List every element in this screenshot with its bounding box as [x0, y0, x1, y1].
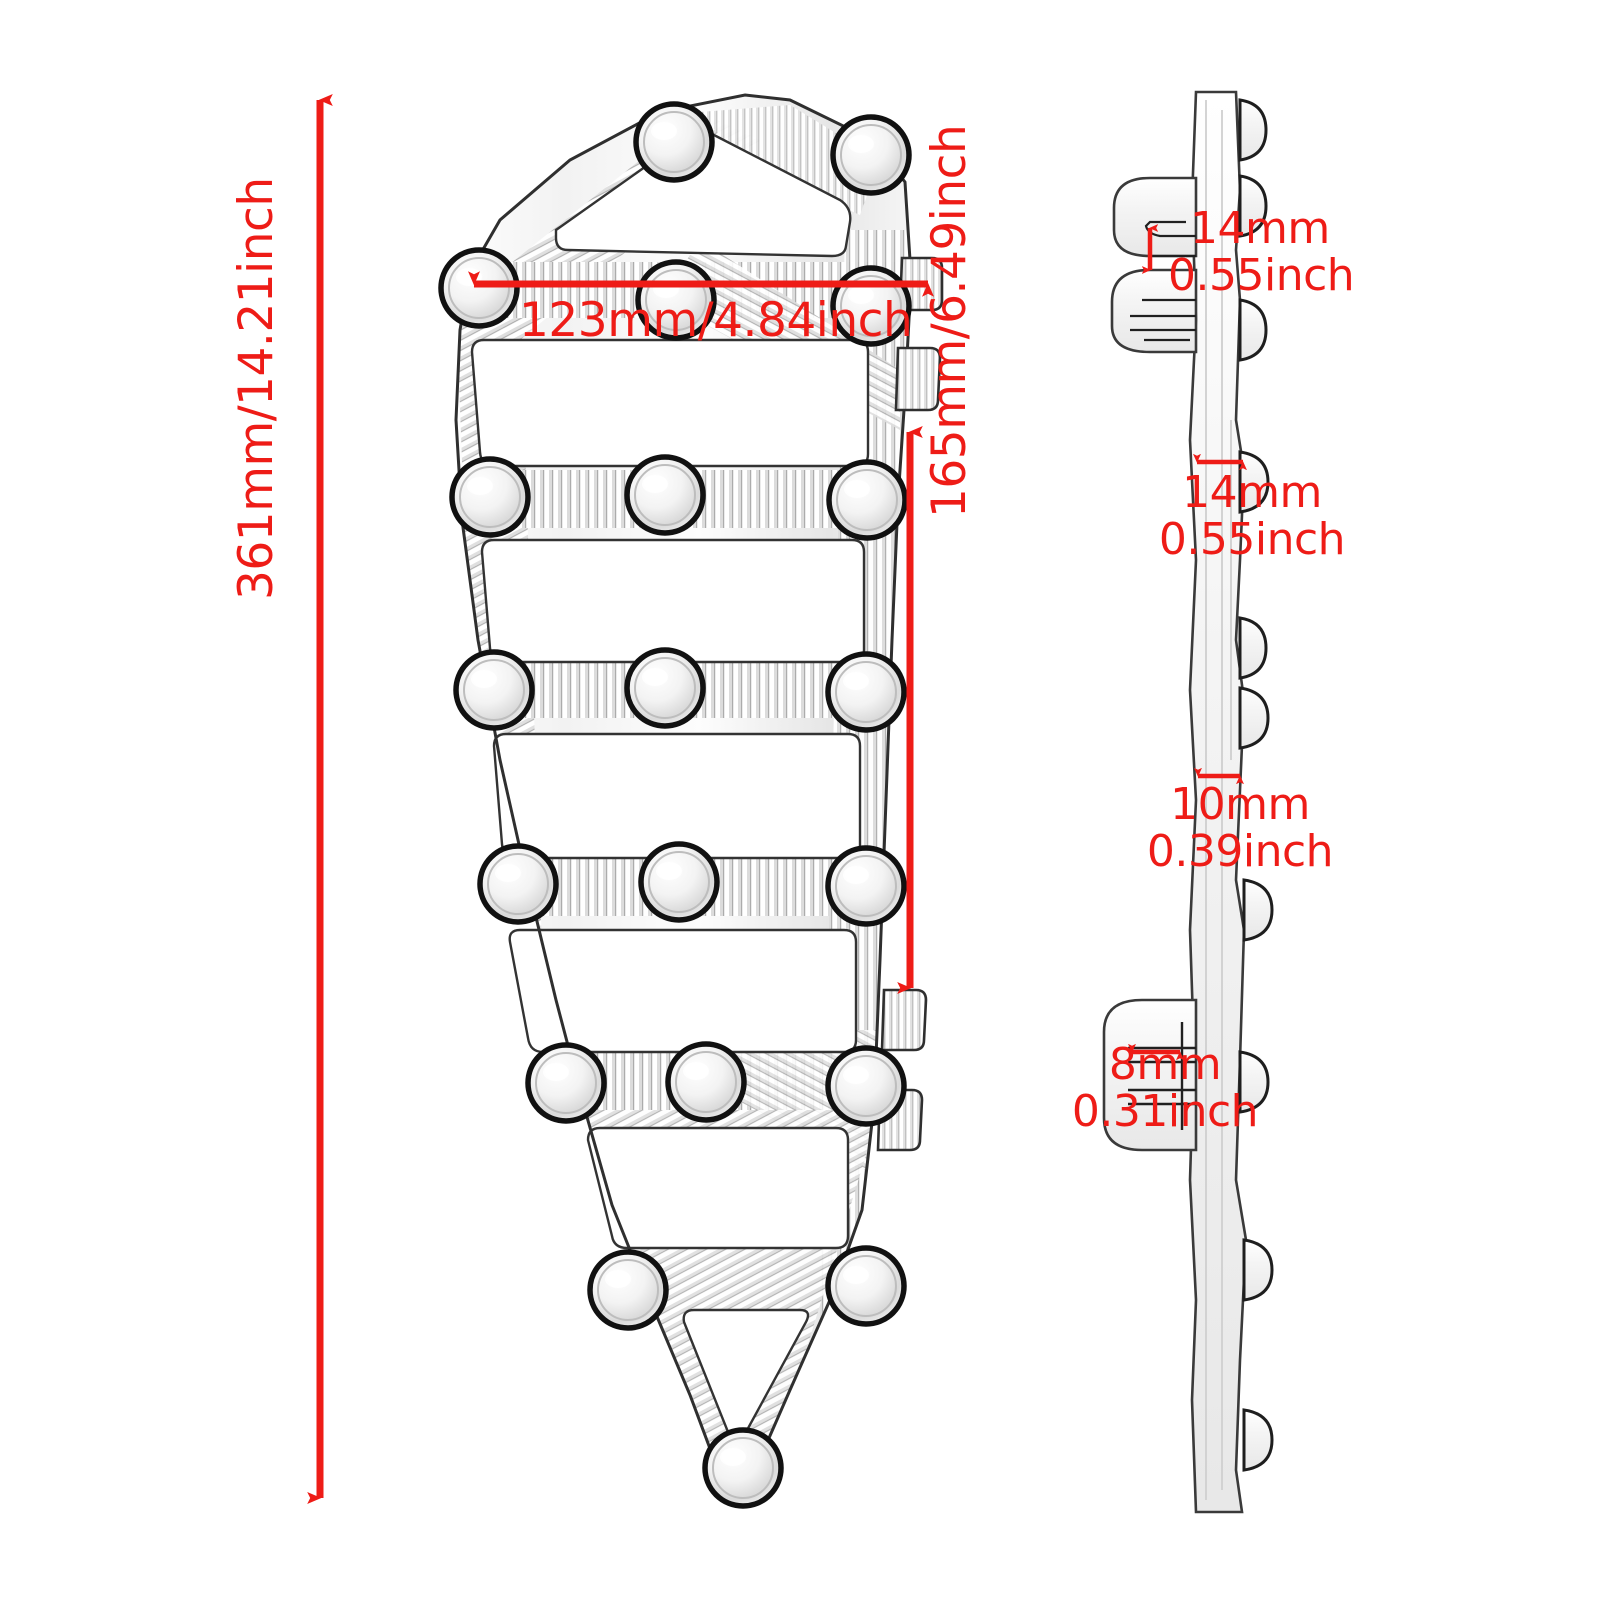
side-stud [1238, 450, 1270, 514]
stud [438, 247, 520, 329]
plate-thickness-upper-inch: 0.55inch [1158, 513, 1346, 565]
side-stud [1238, 616, 1268, 680]
side-stud [1238, 98, 1268, 162]
boss-height-inch: 0.55inch [1168, 249, 1355, 301]
plate-thickness-lower-inch: 0.39inch [1146, 825, 1334, 877]
dimension-label-overall-width: 123mm/4.84inch [519, 293, 913, 348]
dimension-lines [307, 94, 1247, 1504]
boss-upper-a [1112, 176, 1198, 258]
bracket-gap-mm: 8mm [1108, 1039, 1222, 1090]
side-stud-profiles [1238, 98, 1274, 1472]
side-plate-highlights [1205, 100, 1232, 1500]
boss-height-mm: 14mm [1190, 203, 1330, 254]
side-stud [1242, 1408, 1274, 1472]
cutout-row-5 [586, 1126, 850, 1250]
side-stud [1242, 878, 1274, 942]
floorboard-cutouts [470, 130, 870, 1440]
tab-lower-mid [880, 988, 928, 1052]
stud [477, 843, 559, 925]
stud [624, 454, 706, 536]
stud [702, 1427, 784, 1509]
stud [453, 649, 535, 731]
side-stud [1238, 298, 1268, 362]
dimension-label-plate-thickness-lower: 10mm 0.39inch [1145, 779, 1335, 877]
stud [638, 841, 720, 923]
stud [825, 651, 907, 733]
stud [665, 1041, 747, 1123]
side-view-profile [1102, 90, 1274, 1514]
cutout-row-4 [508, 928, 858, 1054]
stud [826, 459, 908, 541]
cutout-row-3 [492, 732, 862, 860]
stud [449, 456, 531, 538]
stud [830, 114, 912, 196]
side-stud [1242, 1238, 1274, 1302]
side-mount-boss-lower [1102, 998, 1198, 1152]
stud [825, 1045, 907, 1127]
boss-upper-b [1110, 268, 1198, 354]
side-stud [1238, 1050, 1270, 1114]
dimension-label-bracket-gap: 8mm 0.31inch [1070, 1039, 1260, 1137]
stud [624, 647, 706, 729]
dimension-label-inner-length: 165mm/6.49inch [922, 124, 977, 518]
stud [825, 845, 907, 927]
dimension-label-plate-thickness-upper: 14mm 0.55inch [1157, 467, 1347, 565]
tab-upper-mid [894, 346, 942, 412]
stud [587, 1249, 669, 1331]
front-view-floorboard [438, 93, 944, 1509]
cutout-top-triangle [554, 130, 852, 258]
dimension-label-overall-length: 361mm/14.21inch [229, 177, 284, 600]
boss-lower [1102, 998, 1198, 1152]
stud [525, 1042, 607, 1124]
bracket-gap-inch: 0.31inch [1071, 1085, 1259, 1137]
cutout-row-1 [470, 338, 870, 468]
stud [825, 1245, 907, 1327]
dimension-label-boss-height: 14mm 0.55inch [1168, 203, 1355, 299]
plate-thickness-lower-mm: 10mm [1170, 779, 1310, 830]
plate-thickness-upper-mm: 14mm [1182, 467, 1322, 518]
side-stud [1238, 174, 1268, 238]
floorboard-studs [438, 101, 912, 1509]
stud [633, 101, 715, 183]
side-stud [1238, 686, 1270, 750]
cutout-row-2 [480, 538, 866, 664]
